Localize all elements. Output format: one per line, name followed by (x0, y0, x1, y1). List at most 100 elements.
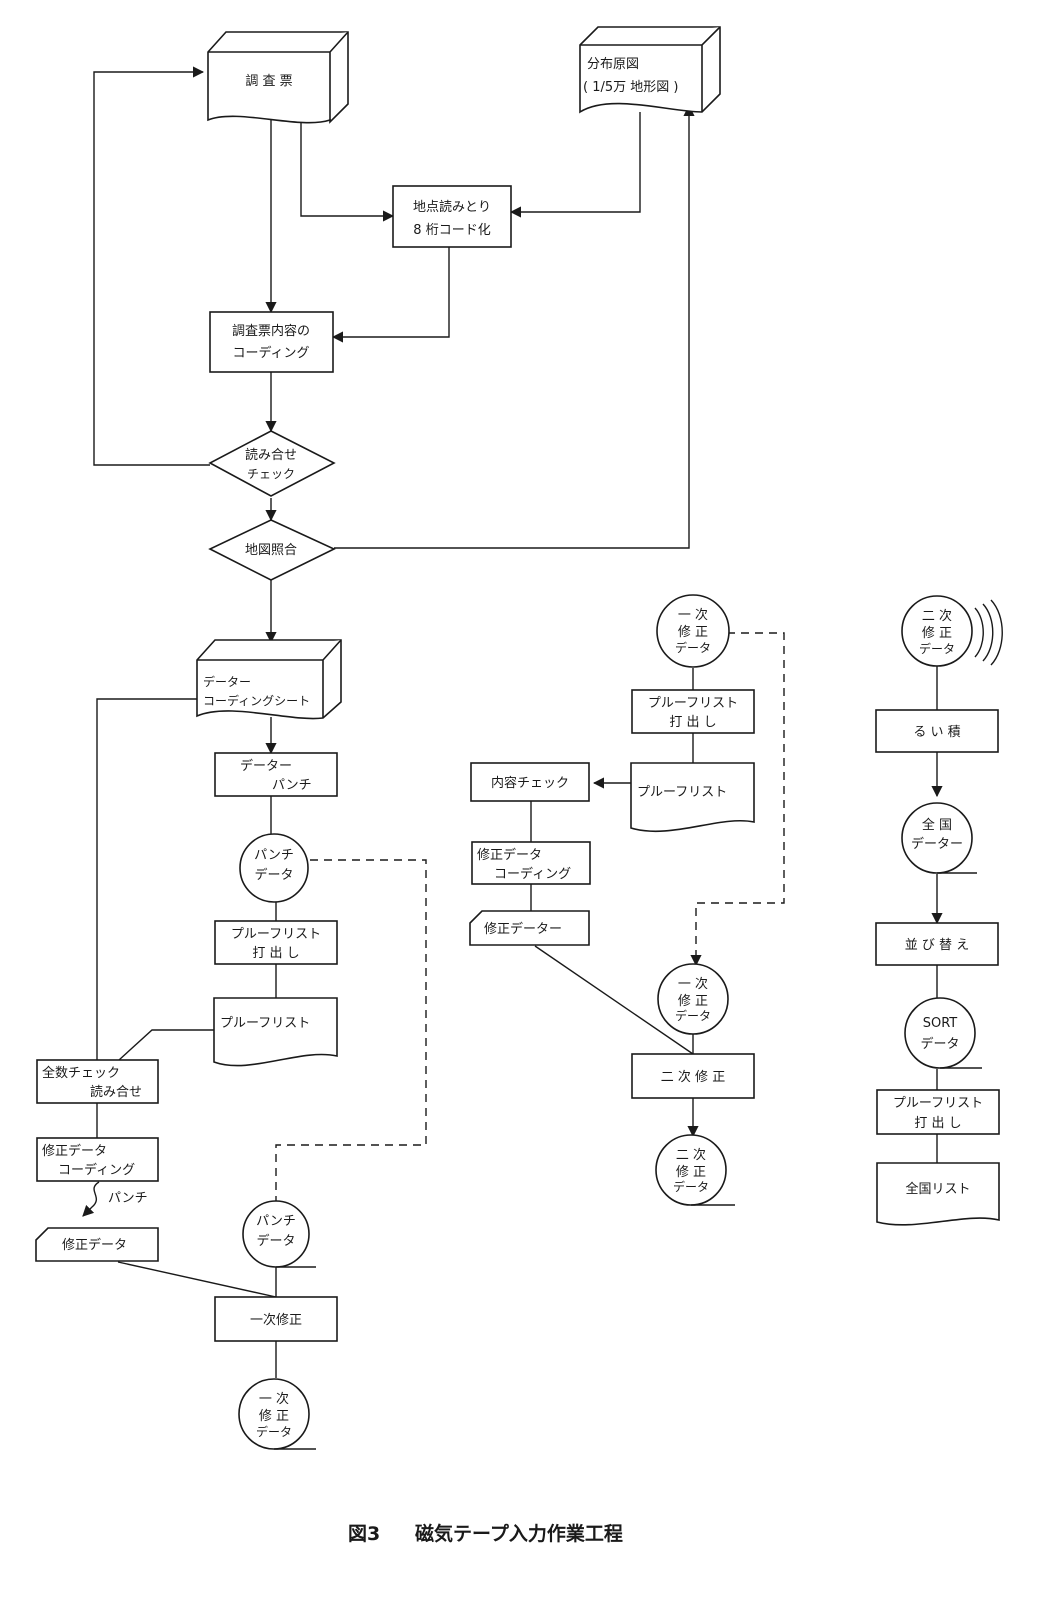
svg-text:データ: データ (254, 867, 293, 883)
svg-text:二 次 修 正: 二 次 修 正 (661, 1069, 725, 1085)
svg-text:修 正: 修 正 (922, 626, 952, 641)
svg-text:打 出 し: 打 出 し (914, 1116, 961, 1131)
connector (300, 120, 395, 222)
connector (82, 1181, 100, 1217)
svg-text:データ: データ (673, 1179, 709, 1194)
node-content-check: 内容チェック (470, 762, 590, 802)
node-correction-coding-2: 修正データ コーディング (471, 841, 591, 885)
node-point-reading: 地点読みとり 8 桁コード化 (392, 185, 512, 248)
svg-text:修 正: 修 正 (678, 994, 708, 1009)
node-primary-data-2: 一 次 修 正 データ (656, 594, 730, 668)
svg-text:全数チェック: 全数チェック (42, 1065, 120, 1081)
connectors (82, 66, 1003, 1378)
svg-text:修正データ: 修正データ (477, 847, 542, 863)
connector (990, 599, 1003, 666)
svg-text:打 出 し: 打 出 し (669, 715, 716, 730)
svg-text:コーディングシート: コーディングシート (203, 693, 310, 708)
svg-text:地点読みとり: 地点読みとり (413, 199, 491, 215)
node-primary-data-1: 一 次 修 正 データ (238, 1378, 316, 1450)
connector (93, 66, 210, 466)
node-coding-sheet: データー コーディングシート (196, 639, 342, 720)
connector (117, 1261, 277, 1298)
node-national-data: 全 国 データー (901, 802, 977, 874)
svg-text:データ: データ (675, 1008, 711, 1023)
node-correction-data-2: 修正データー (469, 910, 590, 946)
node-full-check: 全数チェック 読み合せ (36, 1059, 159, 1104)
node-survey-sheet: 調 査 票 (207, 31, 349, 124)
svg-text:読み合せ: 読み合せ (90, 1084, 142, 1100)
node-punch-data-2: パンチ データ (242, 1200, 316, 1268)
node-secondary-data-2: 二 次 修 正 データ (901, 595, 973, 667)
svg-text:全国リスト: 全国リスト (905, 1181, 970, 1197)
node-correction-coding-1: 修正データ コーディング (36, 1137, 159, 1182)
svg-text:データ: データ (920, 1036, 959, 1052)
label: 分布原図 (587, 57, 639, 72)
svg-text:一 次: 一 次 (259, 1391, 289, 1407)
svg-text:読み合せ: 読み合せ (245, 447, 297, 463)
svg-text:プルーフリスト: プルーフリスト (648, 696, 738, 711)
svg-text:コーディング: コーディング (232, 345, 309, 361)
node-proof-list-1: プルーフリスト (213, 997, 338, 1067)
svg-text:8 桁コード化: 8 桁コード化 (413, 223, 490, 238)
figure-number: 図3 (348, 1523, 380, 1545)
label: ( 1/5万 地形図 ) (583, 80, 678, 95)
node-sort-data: SORT データ (904, 997, 982, 1069)
node-sort-step: 並 び 替 え (875, 922, 999, 966)
node-punch-data: パンチ データ (239, 833, 309, 903)
punch-label: パンチ (108, 1191, 148, 1206)
svg-text:パンチ: パンチ (272, 778, 312, 793)
svg-text:修正データー: 修正データー (484, 921, 562, 937)
svg-text:一 次: 一 次 (678, 976, 708, 992)
node-data-punch: データー パンチ (214, 752, 338, 797)
figure-title: 磁気テープ入力作業工程 (415, 1522, 623, 1545)
svg-text:データ: データ (256, 1424, 292, 1439)
node-distribution-map: 分布原図 ( 1/5万 地形図 ) (579, 26, 721, 114)
svg-text:データー: データー (240, 758, 292, 774)
node-correction-data-1: 修正データ (35, 1227, 159, 1262)
svg-text:パンチ: パンチ (254, 848, 294, 863)
node-first-correction: 一次修正 (214, 1296, 338, 1342)
svg-text:修正データ: 修正データ (42, 1143, 107, 1159)
node-national-list: 全国リスト (876, 1162, 1000, 1226)
node-proof-list-2: プルーフリスト (630, 762, 755, 833)
svg-text:パンチ: パンチ (256, 1214, 296, 1229)
svg-text:地図照合: 地図照合 (245, 543, 297, 558)
svg-text:修 正: 修 正 (676, 1165, 706, 1180)
connector (118, 1029, 214, 1061)
svg-text:プルーフリスト: プルーフリスト (231, 927, 321, 942)
connector (690, 632, 785, 967)
node-second-correction: 二 次 修 正 (631, 1053, 755, 1099)
svg-text:る い 積: る い 積 (913, 725, 960, 740)
svg-text:コーディング: コーディング (494, 866, 571, 882)
svg-text:二 次: 二 次 (676, 1147, 706, 1163)
node-accumulate: る い 積 (875, 709, 999, 753)
svg-text:コーディング: コーディング (58, 1162, 135, 1178)
connector (275, 859, 427, 1205)
connector (509, 112, 641, 218)
node-proof-print-3: プルーフリスト 打 出 し (876, 1089, 1000, 1135)
svg-text:修 正: 修 正 (678, 625, 708, 640)
node-proof-print-1: プルーフリスト 打 出 し (214, 920, 338, 965)
svg-text:プルーフリスト: プルーフリスト (637, 785, 727, 800)
svg-text:チェック: チェック (247, 467, 295, 481)
node-secondary-data-1: 二 次 修 正 データ (655, 1134, 735, 1206)
svg-text:プルーフリスト: プルーフリスト (220, 1016, 310, 1031)
figure-caption: 図3 磁気テープ入力作業工程 (348, 1522, 623, 1545)
svg-text:データー: データー (911, 836, 963, 852)
svg-text:データー: データー (203, 674, 251, 689)
svg-text:SORT: SORT (923, 1016, 958, 1031)
svg-text:内容チェック: 内容チェック (491, 775, 569, 791)
svg-text:打 出 し: 打 出 し (252, 946, 299, 961)
node-content-coding: 調査票内容の コーディング (209, 311, 334, 373)
label: 調 査 票 (245, 74, 292, 89)
connector (982, 603, 994, 662)
svg-text:修正データ: 修正データ (62, 1237, 127, 1253)
connector (334, 104, 695, 549)
node-primary-data-3: 一 次 修 正 データ (657, 963, 729, 1035)
connector (96, 698, 197, 1060)
svg-text:データ: データ (256, 1233, 295, 1249)
svg-text:データ: データ (919, 641, 955, 656)
svg-text:調査票内容の: 調査票内容の (232, 323, 310, 339)
connector (534, 945, 694, 1055)
